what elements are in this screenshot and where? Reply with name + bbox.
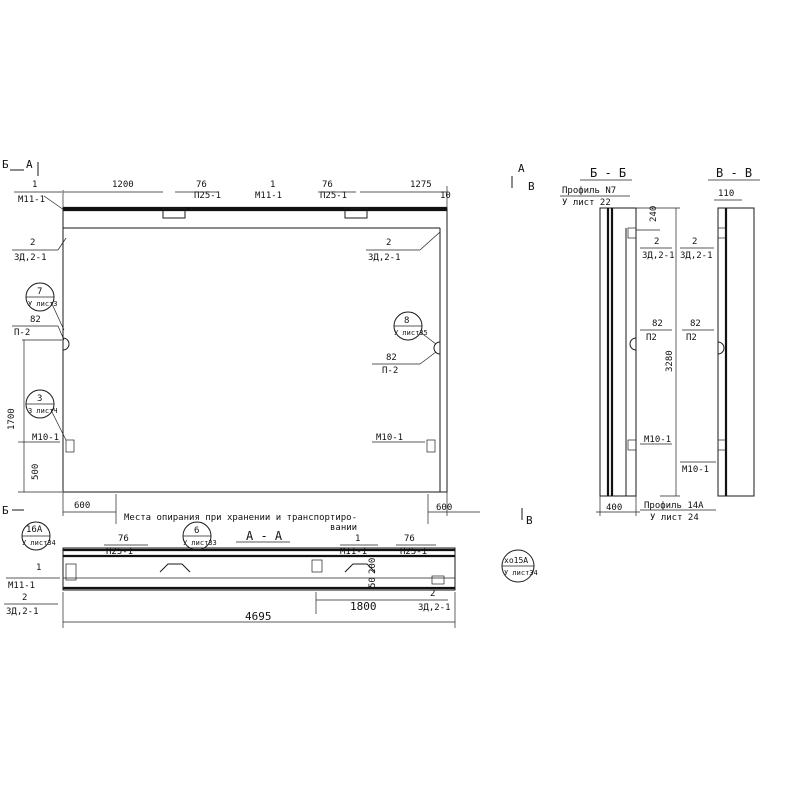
aa-m11-left-num: 1 <box>36 563 41 573</box>
aa-dim-200: 200 <box>368 558 378 574</box>
circle-7-sheet: У листЗ <box>28 300 58 308</box>
label-p82-right: П-2 <box>382 366 398 376</box>
bb-dim-400: 400 <box>606 503 622 513</box>
panel-outline <box>62 207 448 493</box>
circle-6-sheet: У листЗЗ <box>183 539 217 547</box>
bb-zd-num: 2 <box>654 237 659 247</box>
label-p25-a: П25-1 <box>194 191 221 201</box>
section-vv: В - В 110 2 ЗД,2-1 82 П2 М10-1 <box>680 166 760 497</box>
vv-m10: М10-1 <box>682 465 709 475</box>
circle-3-sheet: З листЧ <box>28 407 58 415</box>
aa-p25-right: П25-1 <box>400 547 427 557</box>
dim-10: 10 <box>440 191 451 201</box>
circle-15a-num: хо15А <box>504 556 528 565</box>
aa-m11-left: М11-1 <box>8 581 35 591</box>
bb-p2: П2 <box>646 333 657 343</box>
aa-p25-left-num: 76 <box>118 534 129 544</box>
vv-p2-num: 82 <box>690 319 701 329</box>
label-p82-right-num: 82 <box>386 353 397 363</box>
aa-p25-right-num: 76 <box>404 534 415 544</box>
plate-p25-a <box>162 207 186 219</box>
label-m11-left: М11-1 <box>18 195 45 205</box>
label-p82-left-num: 82 <box>30 315 41 325</box>
section-bb: Б - Б Профиль N7 У лист 22 240 3280 2 ЗД… <box>560 166 716 523</box>
vv-zd-num: 2 <box>692 237 697 247</box>
label-m11-mid-num: 1 <box>270 180 275 190</box>
dim-600-left: 600 <box>74 501 90 511</box>
circle-7-num: 7 <box>37 287 42 297</box>
section-mark-a-right: А <box>518 162 525 175</box>
label-zd-right-num: 2 <box>386 238 391 248</box>
bb-m10: М10-1 <box>644 435 671 445</box>
bb-dim-3280: 3280 <box>665 350 675 372</box>
circle-8-num: 8 <box>404 316 409 326</box>
bb-profile-bottom-sheet: У лист 24 <box>650 513 699 523</box>
bb-profile-top: Профиль N7 <box>562 186 616 196</box>
dim-76-b: 76 <box>322 180 333 190</box>
dim-76-a: 76 <box>196 180 207 190</box>
label-m10-left: М10-1 <box>32 433 59 443</box>
label-zd-left: ЗД,2-1 <box>14 253 47 263</box>
section-aa-body <box>62 547 456 591</box>
label-zd-right: ЗД,2-1 <box>368 253 401 263</box>
label-p25-b: П25-1 <box>320 191 347 201</box>
aa-dim-total: 4695 <box>245 610 272 623</box>
circle-16a-sheet: У лист34 <box>22 539 56 547</box>
bb-p2-num: 82 <box>652 319 663 329</box>
bb-dim-240: 240 <box>649 206 659 222</box>
section-mark-b-left: Б <box>2 158 9 171</box>
vv-zd: ЗД,2-1 <box>680 251 713 261</box>
circle-8-sheet: У листЗ5 <box>394 329 428 337</box>
dim-500: 500 <box>31 464 41 480</box>
bb-profile-bottom: Профиль 14А <box>644 501 704 511</box>
bb-zd: ЗД,2-1 <box>642 251 675 261</box>
vv-body <box>717 207 755 497</box>
circle-15a-sheet: У лист34 <box>504 569 538 577</box>
note-line-1: Места опирания при хранении и транспорти… <box>124 513 357 523</box>
vv-p2: П2 <box>686 333 697 343</box>
label-zd-left-num: 2 <box>30 238 35 248</box>
dim-1700: 1700 <box>7 408 17 430</box>
aa-zd-left-num: 2 <box>22 593 27 603</box>
plate-p25-b <box>344 207 368 219</box>
aa-zd-left: ЗД,2-1 <box>6 607 39 617</box>
label-m11-mid: М11-1 <box>255 191 282 201</box>
aa-m11-mid: М11-1 <box>340 547 367 557</box>
aa-dim-1800: 1800 <box>350 600 377 613</box>
section-mark-v-bottom: В <box>526 514 533 527</box>
bb-body-outer <box>599 207 637 497</box>
section-mark-a-left: А <box>26 158 33 171</box>
circle-6-num: 6 <box>194 526 199 536</box>
loop-left <box>62 337 70 351</box>
aa-zd-right-num: 2 <box>430 589 435 599</box>
vv-dim-110: 110 <box>718 189 734 199</box>
section-bb-title: Б - Б <box>590 166 626 180</box>
loop-right <box>433 341 441 355</box>
dim-1275: 1275 <box>410 180 432 190</box>
aa-m11-mid-num: 1 <box>355 534 360 544</box>
section-vv-title: В - В <box>716 166 752 180</box>
aa-dim-50: 50 <box>368 577 378 588</box>
section-mark-b-bottom: Б <box>2 504 9 517</box>
label-m10-right: М10-1 <box>376 433 403 443</box>
bb-profile-top-sheet: У лист 22 <box>562 198 611 208</box>
note-line-2: вании <box>330 523 357 533</box>
section-mark-v-right: В <box>528 180 535 193</box>
dim-1200: 1200 <box>112 180 134 190</box>
circle-3-num: 3 <box>37 394 42 404</box>
aa-zd-right: ЗД,2-1 <box>418 603 451 613</box>
aa-p25-left: П25-1 <box>106 547 133 557</box>
front-view: Б А А В Б В 1200 76 П25-1 1 М11-1 76 П25… <box>2 158 535 533</box>
section-aa: А - А 16А У лист34 6 У листЗЗ 76 П25-1 1… <box>4 521 538 628</box>
label-m11-left-num: 1 <box>32 180 37 190</box>
label-p82-left: П-2 <box>14 328 30 338</box>
section-aa-title: А - А <box>246 529 283 543</box>
circle-16a-num: 16А <box>26 525 43 535</box>
dim-600-right: 600 <box>436 503 452 513</box>
